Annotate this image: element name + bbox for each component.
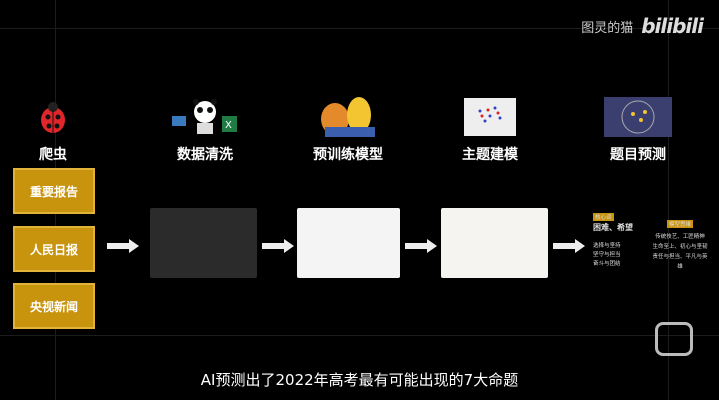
right-items: 传统技艺、工匠精神 生命至上、初心与坚韧 责任与担当、平凡与英雄 xyxy=(650,232,710,272)
prediction-result: 核心词 困难、希望 选择与坚持 坚守与担当 奋斗与团结 模型思维 传统技艺、工匠… xyxy=(585,210,710,280)
svg-text:X: X xyxy=(225,120,232,131)
keywords: 困难、希望 xyxy=(593,223,633,232)
grid-line xyxy=(668,0,669,400)
step-label: 题目预测 xyxy=(610,147,666,163)
left-item: 奋斗与团结 xyxy=(593,261,621,267)
scatter-3d-icon xyxy=(435,96,545,138)
step-cleaning: X 数据清洗 xyxy=(150,96,260,164)
keyword-title: 核心词 xyxy=(593,213,614,221)
code-screenshot xyxy=(150,208,257,278)
left-item: 选择与坚持 xyxy=(593,243,621,249)
step-crawler: 爬虫 xyxy=(0,96,108,164)
bilibili-logo: bilibili xyxy=(641,14,704,38)
grid-line xyxy=(0,28,719,29)
grid-line xyxy=(0,335,719,336)
right-item: 责任与担当、平凡与英雄 xyxy=(652,254,708,270)
ladybug-icon xyxy=(0,96,108,138)
model-title: 模型思维 xyxy=(667,220,694,228)
step-label: 数据清洗 xyxy=(177,147,233,163)
step-label: 预训练模型 xyxy=(313,147,383,163)
bilibili-tv-icon xyxy=(655,322,693,356)
bert-ernie-icon xyxy=(293,96,403,138)
step-prediction: 题目预测 xyxy=(583,96,693,164)
left-items: 选择与坚持 坚守与担当 奋斗与团结 xyxy=(593,242,621,269)
topic-model-diagram xyxy=(441,208,548,278)
right-item: 传统技艺、工匠精神 xyxy=(655,234,705,240)
source-important-reports: 重要报告 xyxy=(13,168,95,214)
source-cctv-news: 央视新闻 xyxy=(13,283,95,329)
channel-name: 图灵的猫 xyxy=(581,20,634,36)
model-architecture-diagram xyxy=(297,208,400,278)
arrow-right-icon xyxy=(405,239,437,253)
step-label: 爬虫 xyxy=(39,147,67,163)
left-item: 坚守与担当 xyxy=(593,252,621,258)
arrow-right-icon xyxy=(262,239,294,253)
subtitle: AI预测出了2022年高考最有可能出现的7大命题 xyxy=(200,371,519,389)
source-peoples-daily: 人民日报 xyxy=(13,226,95,272)
panda-excel-icon: X xyxy=(150,96,260,138)
right-item: 生命至上、初心与坚韧 xyxy=(652,244,708,250)
step-label: 主题建模 xyxy=(462,147,518,163)
cluster-plot-icon xyxy=(583,96,693,138)
arrow-right-icon xyxy=(107,239,139,253)
step-pretrain: 预训练模型 xyxy=(293,96,403,164)
step-topic-modeling: 主题建模 xyxy=(435,96,545,164)
arrow-right-icon xyxy=(553,239,585,253)
watermark: 图灵的猫 bilibili xyxy=(581,14,704,38)
